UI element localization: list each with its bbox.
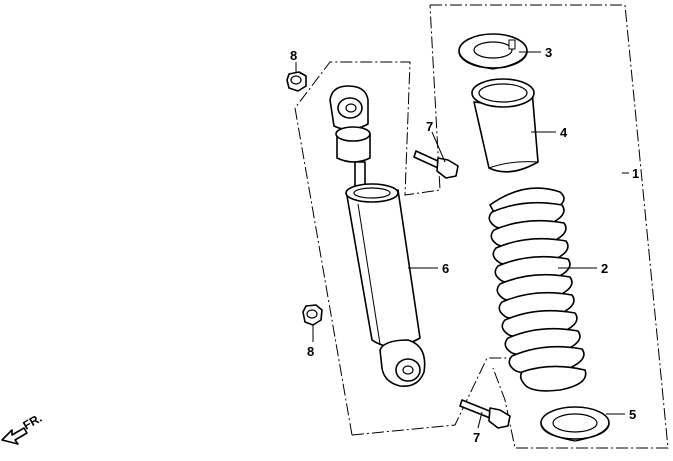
callout-3: 3 bbox=[545, 45, 552, 60]
callout-7-lower: 7 bbox=[473, 430, 480, 445]
stopper-ring[interactable] bbox=[458, 33, 528, 70]
flange-nut-upper[interactable] bbox=[286, 71, 307, 92]
coil-spring[interactable] bbox=[488, 187, 587, 392]
lower-bolt-boundary bbox=[351, 357, 510, 436]
callout-6: 6 bbox=[442, 261, 449, 276]
spring-assembly-boundary bbox=[430, 4, 669, 449]
flange-nut-lower[interactable] bbox=[302, 304, 323, 326]
spring-seat-tube[interactable] bbox=[471, 78, 539, 173]
leader-7a bbox=[431, 131, 446, 163]
callout-4: 4 bbox=[560, 125, 568, 140]
leader-7b bbox=[477, 411, 483, 429]
shock-absorber[interactable] bbox=[329, 85, 426, 388]
callout-5: 5 bbox=[629, 407, 636, 422]
callout-7-upper: 7 bbox=[426, 119, 433, 134]
front-direction-arrow-icon bbox=[1, 427, 28, 445]
callout-2: 2 bbox=[601, 261, 608, 276]
callout-1: 1 bbox=[632, 166, 639, 181]
callout-8-lower: 8 bbox=[307, 344, 314, 359]
lower-seat-ring[interactable] bbox=[540, 406, 610, 442]
shock-assembly-boundary bbox=[294, 4, 441, 436]
callout-8-upper: 8 bbox=[290, 48, 297, 63]
flange-bolt-upper[interactable] bbox=[413, 150, 459, 179]
flange-bolt-lower[interactable] bbox=[459, 399, 511, 429]
